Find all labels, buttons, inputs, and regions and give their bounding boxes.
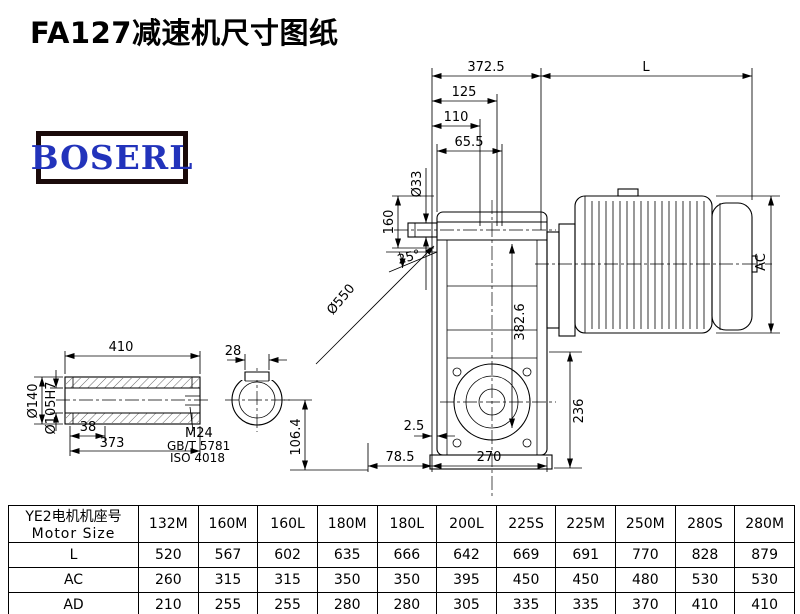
cell: 280 bbox=[376, 592, 438, 614]
dim-270-label: 270 bbox=[477, 450, 502, 465]
logo-text: BOSERL bbox=[30, 138, 194, 177]
cell: 450 bbox=[495, 567, 557, 593]
cell: 480 bbox=[615, 567, 676, 593]
shaft-end-boss bbox=[751, 255, 758, 273]
thread-m24-label: M24 bbox=[185, 426, 213, 441]
cell: 828 bbox=[674, 542, 736, 568]
dim-dia550-label: Ø550 bbox=[324, 282, 358, 318]
cell: 602 bbox=[257, 542, 318, 568]
col-header: 180M bbox=[316, 505, 378, 543]
motor bbox=[546, 188, 758, 337]
dim-dia140-label: Ø140 bbox=[26, 383, 41, 418]
dim-38-label: 38 bbox=[80, 420, 97, 435]
thread-std-iso-label: ISO 4018 bbox=[170, 451, 225, 465]
cell: 410 bbox=[734, 592, 795, 614]
shaft-detail-view: 410 Ø140 Ø105H7 38 373 M24 GB/T 5781 ISO… bbox=[26, 340, 230, 465]
dim-78-5-label: 78.5 bbox=[386, 450, 415, 465]
cell: 666 bbox=[376, 542, 438, 568]
col-header: 132M bbox=[138, 505, 199, 543]
cell: 567 bbox=[197, 542, 259, 568]
cell: 669 bbox=[495, 542, 557, 568]
col-header: 200L bbox=[436, 505, 497, 543]
col-header: 280M bbox=[734, 505, 795, 543]
header-en: Motor Size bbox=[31, 526, 116, 542]
shaft-end-view: 28 106.4 bbox=[225, 344, 368, 471]
cell: 450 bbox=[555, 567, 616, 593]
dim-410-label: 410 bbox=[109, 340, 134, 355]
col-header: 225S bbox=[495, 505, 557, 543]
dim-2-5-label: 2.5 bbox=[404, 419, 425, 434]
keyway bbox=[244, 371, 270, 381]
dim-AC-label: AC bbox=[754, 253, 769, 271]
header-cn: YE2电机机座号 bbox=[25, 509, 122, 525]
cell: 315 bbox=[257, 567, 318, 593]
dimensions-right: AC 236 bbox=[549, 195, 780, 469]
col-header: 250M bbox=[615, 505, 676, 543]
dim-236-label: 236 bbox=[572, 399, 587, 424]
cell: 879 bbox=[734, 542, 795, 568]
cell: 280 bbox=[316, 592, 378, 614]
cell: 305 bbox=[436, 592, 497, 614]
motor-fins bbox=[591, 201, 705, 329]
col-header: 225M bbox=[555, 505, 616, 543]
motor-size-table: YE2电机机座号 Motor Size 132M 160M 160L 180M … bbox=[8, 505, 795, 614]
table-header-row: YE2电机机座号 Motor Size 132M 160M 160L 180M … bbox=[8, 505, 795, 543]
cell: 770 bbox=[615, 542, 676, 568]
dim-L-label: L bbox=[642, 60, 650, 75]
cell: 260 bbox=[138, 567, 199, 593]
dimensions-left: Ø33 160 25° Ø550 382.6 bbox=[315, 168, 528, 428]
table-row-AC: AC 260 315 315 350 350 395 450 450 480 5… bbox=[8, 567, 795, 593]
cell: 315 bbox=[197, 567, 259, 593]
fan-cover bbox=[711, 202, 753, 331]
cell: 335 bbox=[495, 592, 557, 614]
cell: 635 bbox=[316, 542, 378, 568]
col-header: 180L bbox=[376, 505, 438, 543]
dimensions-top: 372.5 L 125 110 65.5 bbox=[431, 60, 753, 472]
page-title: FA127减速机尺寸图纸 bbox=[30, 16, 339, 50]
row-label: AD bbox=[8, 592, 139, 614]
cell: 255 bbox=[197, 592, 259, 614]
cell: 691 bbox=[555, 542, 616, 568]
dim-372-5-label: 372.5 bbox=[467, 60, 504, 75]
cell: 642 bbox=[436, 542, 497, 568]
gearbox-housing bbox=[429, 211, 553, 470]
dim-160-label: 160 bbox=[382, 210, 397, 235]
col-header: 160M bbox=[197, 505, 259, 543]
dim-65-5-label: 65.5 bbox=[455, 135, 484, 150]
input-shaft bbox=[407, 222, 438, 238]
dim-373-label: 373 bbox=[100, 436, 125, 451]
dim-382-6-label: 382.6 bbox=[513, 303, 528, 340]
dim-25deg-label: 25° bbox=[396, 247, 422, 267]
col-header: 160L bbox=[257, 505, 318, 543]
table-row-L: L 520 567 602 635 666 642 669 691 770 82… bbox=[8, 542, 795, 568]
cell: 335 bbox=[555, 592, 616, 614]
table-row-AD: AD 210 255 255 280 280 305 335 335 370 4… bbox=[8, 592, 795, 614]
cell: 530 bbox=[674, 567, 736, 593]
dimensions-bottom: 2.5 78.5 270 bbox=[367, 419, 548, 472]
technical-drawing: 372.5 L 125 110 65.5 Ø33 160 25° Ø550 38… bbox=[26, 60, 780, 496]
cell: 520 bbox=[138, 542, 199, 568]
cell: 350 bbox=[316, 567, 378, 593]
cell: 370 bbox=[615, 592, 676, 614]
dim-dia105h7-label: Ø105H7 bbox=[44, 381, 59, 434]
cell: 210 bbox=[138, 592, 199, 614]
cell: 350 bbox=[376, 567, 438, 593]
col-header: 280S bbox=[674, 505, 736, 543]
thread-std-gb-label: GB/T 5781 bbox=[167, 439, 230, 453]
boserl-logo: BOSERL bbox=[31, 131, 192, 184]
row-label: L bbox=[8, 542, 139, 568]
header-motor-size: YE2电机机座号 Motor Size bbox=[8, 505, 139, 543]
dim-110-label: 110 bbox=[444, 110, 469, 125]
dim-125-label: 125 bbox=[452, 85, 477, 100]
lifting-lug bbox=[617, 188, 639, 197]
dim-dia33-label: Ø33 bbox=[410, 171, 425, 198]
dim-28-label: 28 bbox=[225, 344, 242, 359]
cell: 255 bbox=[257, 592, 318, 614]
cell: 530 bbox=[734, 567, 795, 593]
row-label: AC bbox=[8, 567, 139, 593]
cell: 410 bbox=[674, 592, 736, 614]
dim-106-4-label: 106.4 bbox=[289, 418, 304, 455]
cell: 395 bbox=[436, 567, 497, 593]
